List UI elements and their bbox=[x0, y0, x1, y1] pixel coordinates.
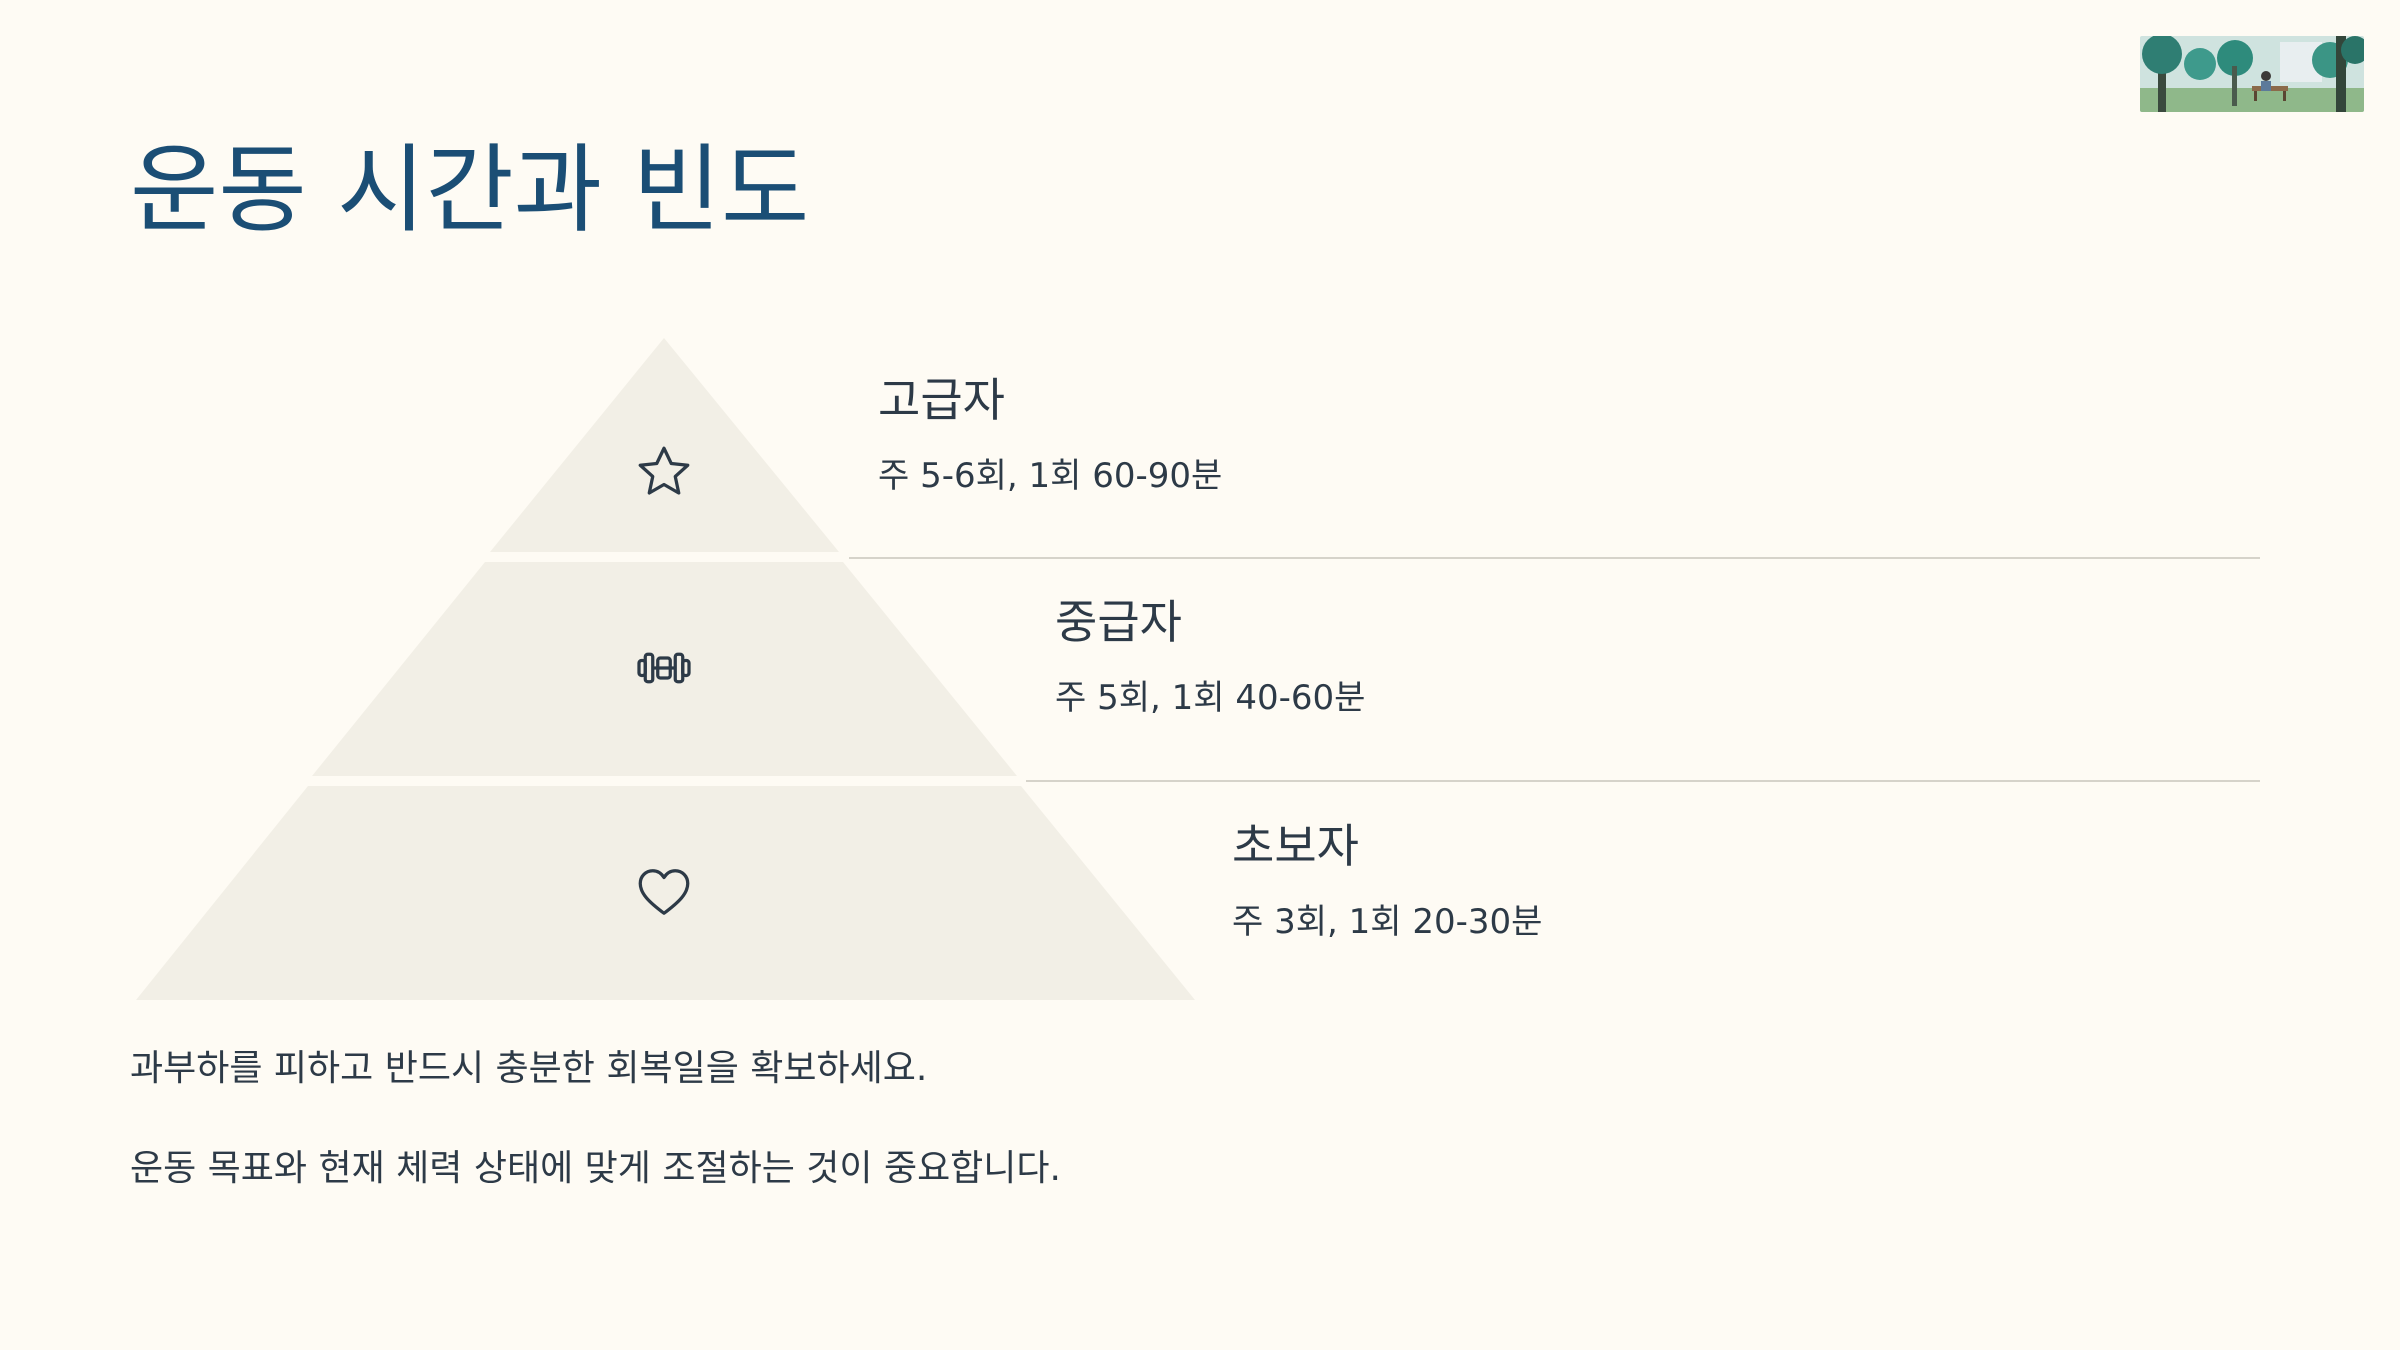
star-icon bbox=[634, 442, 694, 502]
note-adjustment: 운동 목표와 현재 체력 상태에 맞게 조절하는 것이 중요합니다. bbox=[130, 1148, 1061, 1189]
tier-description: 주 5회, 1회 40-60분 bbox=[1055, 678, 1366, 718]
tier-description: 주 5-6회, 1회 60-90분 bbox=[878, 456, 1223, 496]
tier-intermediate: 중급자 주 5회, 1회 40-60분 bbox=[1055, 594, 1365, 720]
tier-advanced: 고급자 주 5-6회, 1회 60-90분 bbox=[878, 372, 1222, 498]
pyramid-tier-advanced bbox=[490, 338, 839, 552]
tier-name: 중급자 bbox=[1055, 595, 1182, 649]
tier-divider bbox=[1026, 780, 2260, 782]
tier-name: 초보자 bbox=[1232, 819, 1359, 873]
tier-name: 고급자 bbox=[878, 373, 1005, 427]
page-title: 운동 시간과 빈도 bbox=[130, 134, 810, 246]
note-recovery: 과부하를 피하고 반드시 충분한 회복일을 확보하세요. bbox=[130, 1048, 928, 1089]
pyramid-tier-beginner bbox=[136, 786, 1195, 1000]
park-scene-thumbnail bbox=[2140, 36, 2364, 112]
tier-description: 주 3회, 1회 20-30분 bbox=[1232, 902, 1543, 942]
tier-divider bbox=[849, 557, 2260, 559]
dumbbell-icon bbox=[634, 638, 694, 698]
tier-beginner: 초보자 주 3회, 1회 20-30분 bbox=[1232, 818, 1542, 944]
heart-icon bbox=[634, 862, 694, 922]
